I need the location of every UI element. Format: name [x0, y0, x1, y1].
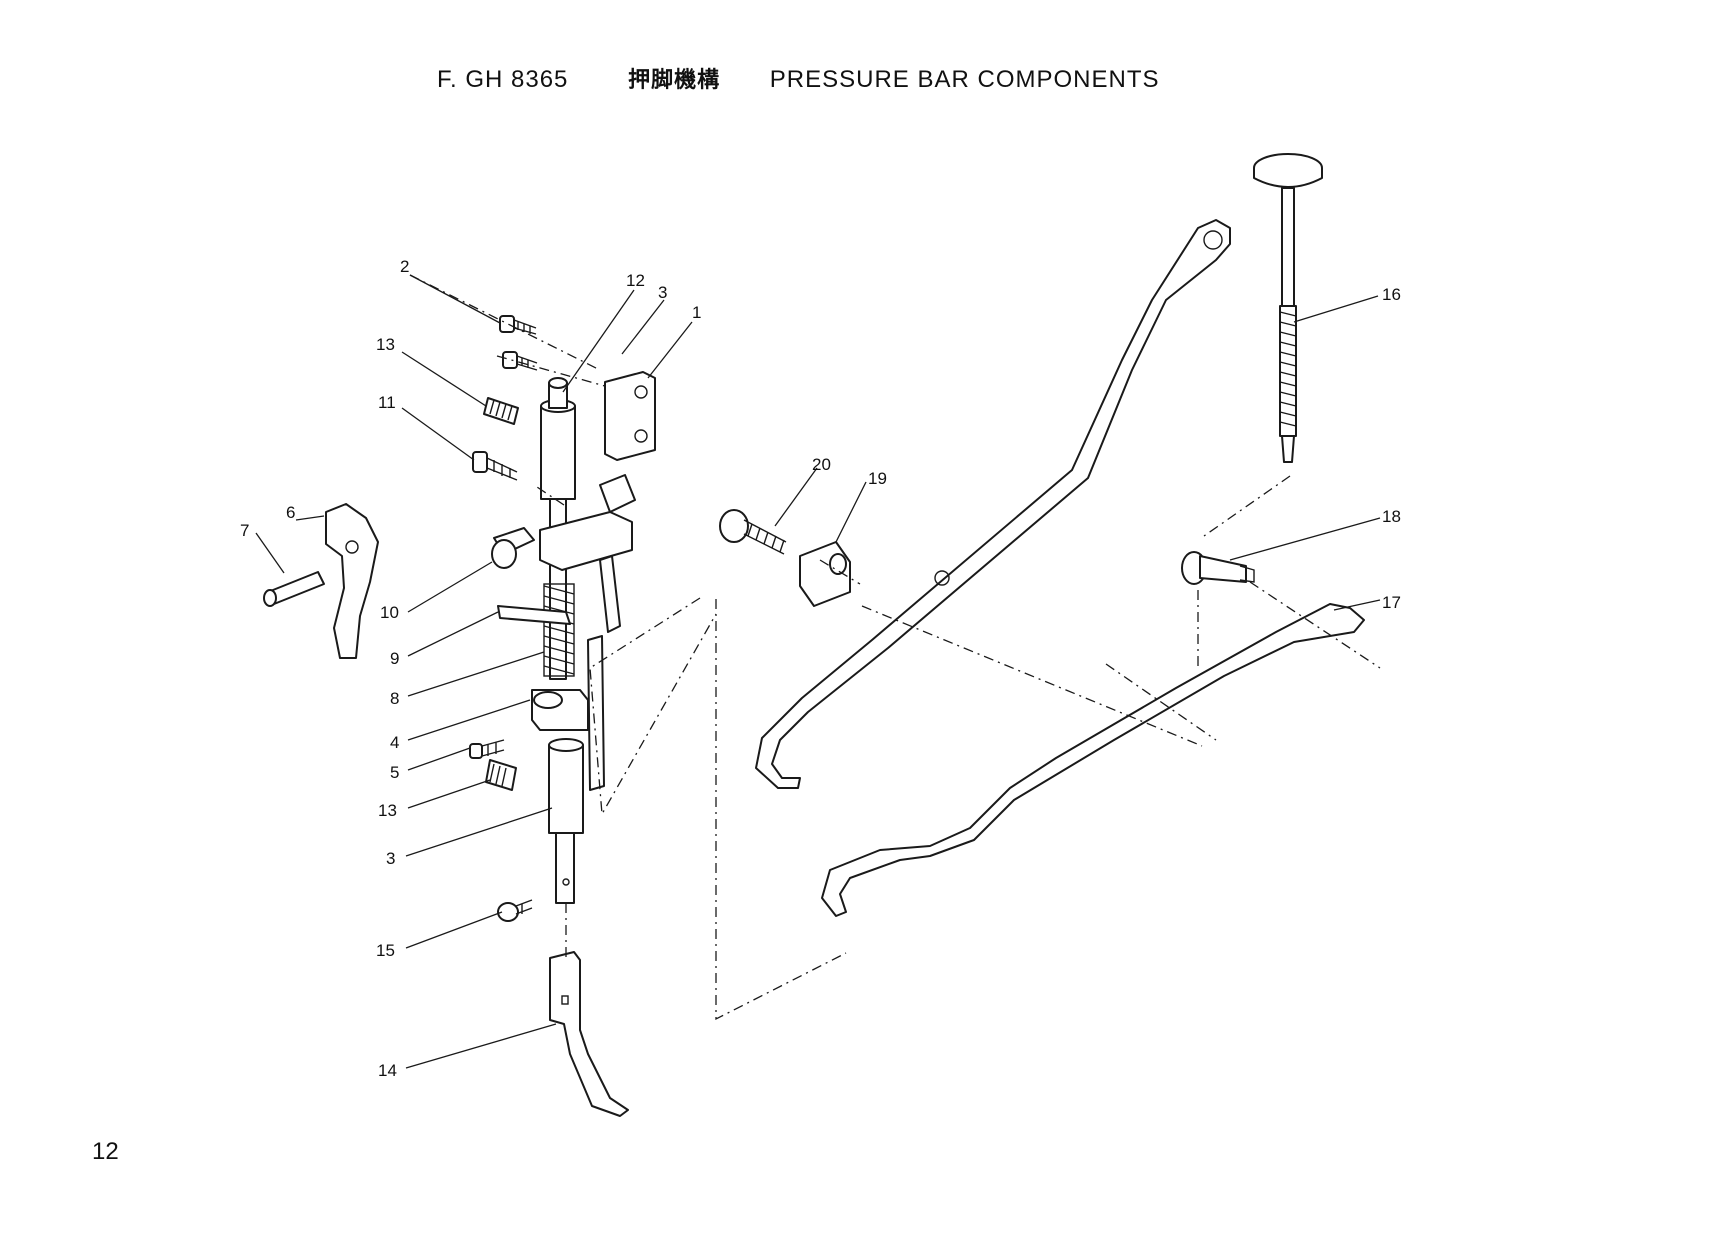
pressure-spring — [543, 583, 575, 677]
pin-7 — [263, 571, 325, 607]
screw-11 — [472, 451, 518, 481]
callout-16: 16 — [1382, 285, 1401, 304]
lifting-bracket — [531, 689, 589, 731]
callout-3-lower: 3 — [386, 849, 395, 868]
callout-3-top: 3 — [658, 283, 667, 302]
callout-13-lower: 13 — [378, 801, 397, 820]
pressure-knob-16 — [1253, 153, 1323, 463]
callout-6: 6 — [286, 503, 295, 522]
callout-19: 19 — [868, 469, 887, 488]
screw-10 — [491, 527, 535, 569]
clamp-block — [604, 371, 656, 461]
callout-17: 17 — [1382, 593, 1401, 612]
callout-8: 8 — [390, 689, 399, 708]
callout-13-top: 13 — [376, 335, 395, 354]
title-code: F. GH 8365 — [437, 66, 569, 93]
guide-bracket — [497, 474, 636, 791]
presser-foot — [549, 951, 629, 1117]
title-japanese: 押脚機構 — [628, 68, 721, 93]
callout-10: 10 — [380, 603, 399, 622]
callout-12: 12 — [626, 271, 645, 290]
callout-11: 11 — [378, 393, 396, 412]
page-number: 12 — [92, 1138, 119, 1165]
screw-2 — [499, 315, 537, 335]
callout-9: 9 — [390, 649, 399, 668]
leader-lines — [255, 274, 1381, 1069]
callout-14: 14 — [378, 1061, 397, 1080]
callout-20: 20 — [812, 455, 831, 474]
lifting-lever-6 — [325, 503, 379, 659]
callout-1: 1 — [692, 303, 701, 322]
callout-4: 4 — [390, 733, 399, 752]
screw-5 — [469, 739, 505, 759]
set-screw-13-lower — [485, 759, 517, 791]
callout-18: 18 — [1382, 507, 1401, 526]
screw-15 — [497, 899, 533, 922]
title-english: PRESSURE BAR COMPONENTS — [769, 66, 1160, 93]
callout-2: 2 — [400, 257, 409, 276]
knee-lever-17 — [821, 603, 1365, 917]
pin-18 — [1181, 551, 1255, 585]
callout-7: 7 — [240, 521, 249, 540]
assembly-lines — [409, 274, 1381, 1021]
callout-5: 5 — [390, 763, 399, 782]
screw-2b — [502, 351, 538, 371]
page-title: F. GH 8365 押脚機構 PRESSURE BAR COMPONENTS — [437, 62, 1160, 94]
lifting-lever-upper — [755, 219, 1231, 789]
callout-15: 15 — [376, 941, 395, 960]
screw-20 — [719, 509, 787, 555]
callout-numbers: 2 12 3 1 13 11 6 7 10 9 8 4 5 13 3 15 14… — [240, 257, 1401, 1080]
set-screw-13-upper — [483, 397, 519, 425]
